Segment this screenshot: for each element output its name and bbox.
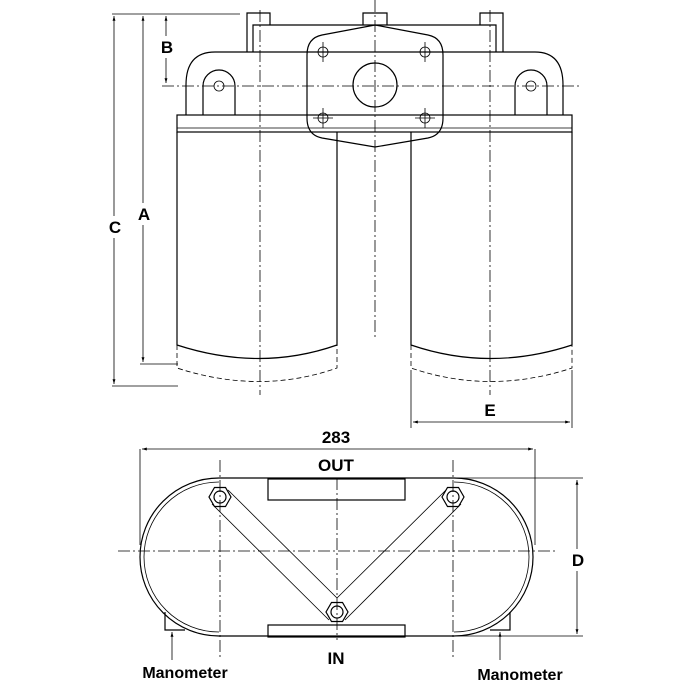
dimension-c-label: C: [109, 218, 121, 237]
right-bowl: [410, 132, 573, 360]
outlet-label: OUT: [318, 456, 355, 475]
manifold: [185, 51, 564, 115]
width-dimension-value: 283: [322, 428, 350, 447]
manometer-right-label: Manometer: [477, 667, 562, 684]
changeover-linkage: [211, 489, 462, 621]
left-bowl: [176, 132, 338, 360]
flange-plate: [306, 24, 444, 148]
head-plate: [176, 114, 573, 133]
dimension-a-label: A: [138, 205, 150, 224]
left-ear: [202, 69, 236, 115]
linkage-nuts: [208, 486, 465, 623]
flange-bolt-holes: [313, 42, 435, 128]
top-bar: [252, 24, 497, 52]
inlet-port: [267, 624, 406, 638]
dimension-d-label: D: [572, 551, 584, 570]
manometer-left-label: Manometer: [142, 665, 227, 682]
outlet-port: [267, 478, 406, 501]
left-manometer-port: [164, 612, 185, 631]
right-manometer-port: [490, 612, 511, 631]
inlet-label: IN: [328, 649, 345, 668]
housing-outline: [139, 477, 534, 637]
top-view: 283 OUT D: [118, 428, 587, 684]
top-tabs: [246, 12, 504, 52]
left-bowl-removal-outline: [176, 345, 338, 382]
right-bowl-removal-outline: [410, 345, 573, 382]
right-ear: [514, 69, 548, 115]
side-view: C A B: [105, 0, 580, 428]
dimension-e-label: E: [484, 401, 495, 420]
dimension-b-label: B: [161, 38, 173, 57]
